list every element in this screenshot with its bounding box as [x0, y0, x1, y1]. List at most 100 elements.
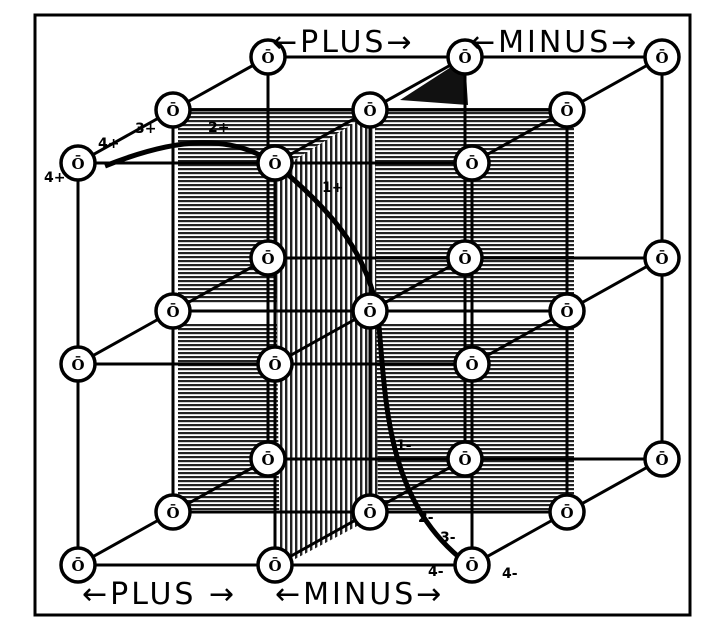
- bottom-plus-label: ←PLUS →: [82, 577, 237, 612]
- lattice-node: Ō: [643, 440, 681, 478]
- node-circle: [643, 38, 681, 76]
- path-label-minus: 3-: [440, 530, 456, 546]
- node-symbol: Ō: [363, 302, 376, 321]
- node-symbol: Ō: [465, 556, 478, 575]
- lattice-node: Ō: [351, 292, 389, 330]
- path-label-plus: 1+: [322, 180, 343, 196]
- node-circle: [59, 345, 97, 383]
- node-circle: [548, 292, 586, 330]
- node-symbol: Ō: [166, 101, 179, 120]
- top-minus-label: ←MINUS→: [470, 25, 639, 60]
- hatched-plane-vertical: [275, 110, 378, 567]
- node-symbol: Ō: [261, 48, 274, 67]
- lattice-node: Ō: [453, 345, 491, 383]
- node-circle: [643, 239, 681, 277]
- path-label-minus: 4-: [502, 566, 518, 582]
- lattice-node: Ō: [59, 345, 97, 383]
- node-symbol: Ō: [268, 556, 281, 575]
- lattice-node: Ō: [249, 239, 287, 277]
- frame-border: [33, 13, 692, 617]
- node-symbol: Ō: [458, 450, 471, 469]
- lattice-node: Ō: [548, 493, 586, 531]
- node-symbol: Ō: [655, 48, 668, 67]
- lattice-node: Ō: [351, 493, 389, 531]
- node-symbol: Ō: [458, 249, 471, 268]
- node-symbol: Ō: [268, 355, 281, 374]
- path-label-plus: 3+: [135, 121, 156, 137]
- node-circle: [154, 292, 192, 330]
- lattice-node: Ō: [446, 440, 484, 478]
- node-circle: [453, 144, 491, 182]
- node-symbol: Ō: [71, 154, 84, 173]
- lattice-node: Ō: [154, 292, 192, 330]
- node-circle: [256, 345, 294, 383]
- lattice-node: Ō: [453, 546, 491, 584]
- node-circle: [351, 292, 389, 330]
- path-label-minus: 4-: [428, 564, 444, 580]
- lattice-node: Ō: [154, 91, 192, 129]
- path-label-minus: 1-: [396, 438, 412, 454]
- node-symbol: Ō: [268, 154, 281, 173]
- node-circle: [351, 91, 389, 129]
- lattice-node: Ō: [446, 38, 484, 76]
- node-circle: [59, 144, 97, 182]
- node-symbol: Ō: [465, 154, 478, 173]
- node-symbol: Ō: [655, 249, 668, 268]
- node-circle: [59, 546, 97, 584]
- node-symbol: Ō: [458, 48, 471, 67]
- dark-wedge: [400, 58, 468, 105]
- lattice-node: Ō: [643, 239, 681, 277]
- path-label-minus: 2-: [418, 510, 434, 526]
- node-circle: [446, 38, 484, 76]
- node-symbol: Ō: [363, 503, 376, 522]
- lattice-node: Ō: [249, 38, 287, 76]
- lattice-node: Ō: [154, 493, 192, 531]
- node-symbol: Ō: [363, 101, 376, 120]
- bottom-minus-label: ←MINUS→: [275, 577, 444, 612]
- node-symbol: Ō: [560, 101, 573, 120]
- node-circle: [643, 440, 681, 478]
- node-circle: [256, 144, 294, 182]
- node-circle: [154, 91, 192, 129]
- node-symbol: Ō: [166, 302, 179, 321]
- node-symbol: Ō: [465, 355, 478, 374]
- node-circle: [249, 239, 287, 277]
- node-circle: [548, 493, 586, 531]
- node-symbol: Ō: [560, 503, 573, 522]
- node-circle: [256, 546, 294, 584]
- lattice-node: Ō: [59, 144, 97, 182]
- lattice-node: Ō: [446, 239, 484, 277]
- node-circle: [548, 91, 586, 129]
- lattice-node: Ō: [548, 91, 586, 129]
- lattice-node: Ō: [453, 144, 491, 182]
- lattice-node: Ō: [256, 144, 294, 182]
- path-label-plus: 2+: [208, 120, 229, 136]
- lattice-node: Ō: [548, 292, 586, 330]
- node-symbol: Ō: [655, 450, 668, 469]
- lattice-node: Ō: [256, 345, 294, 383]
- node-symbol: Ō: [261, 249, 274, 268]
- node-circle: [453, 345, 491, 383]
- lattice-node: Ō: [249, 440, 287, 478]
- lattice-nodes: Ō Ō Ō Ō Ō Ō Ō Ō Ō Ō Ō Ō Ō Ō Ō Ō Ō Ō Ō Ō Ō Ō Ō Ō Ō Ō Ō: [59, 38, 681, 584]
- lattice-node: Ō: [59, 546, 97, 584]
- node-circle: [446, 239, 484, 277]
- node-symbol: Ō: [71, 556, 84, 575]
- node-circle: [453, 546, 491, 584]
- node-symbol: Ō: [560, 302, 573, 321]
- top-plus-label: ←PLUS→: [272, 25, 415, 60]
- node-circle: [249, 440, 287, 478]
- migration-path: [104, 140, 467, 564]
- path-label-plus: 4+: [98, 136, 119, 152]
- node-circle: [446, 440, 484, 478]
- node-circle: [351, 493, 389, 531]
- node-symbol: Ō: [71, 355, 84, 374]
- node-circle: [249, 38, 287, 76]
- node-circle: [154, 493, 192, 531]
- lattice-node: Ō: [256, 546, 294, 584]
- lattice-node: Ō: [351, 91, 389, 129]
- lattice-node: Ō: [643, 38, 681, 76]
- node-symbol: Ō: [166, 503, 179, 522]
- path-label-plus: 4+: [44, 170, 65, 186]
